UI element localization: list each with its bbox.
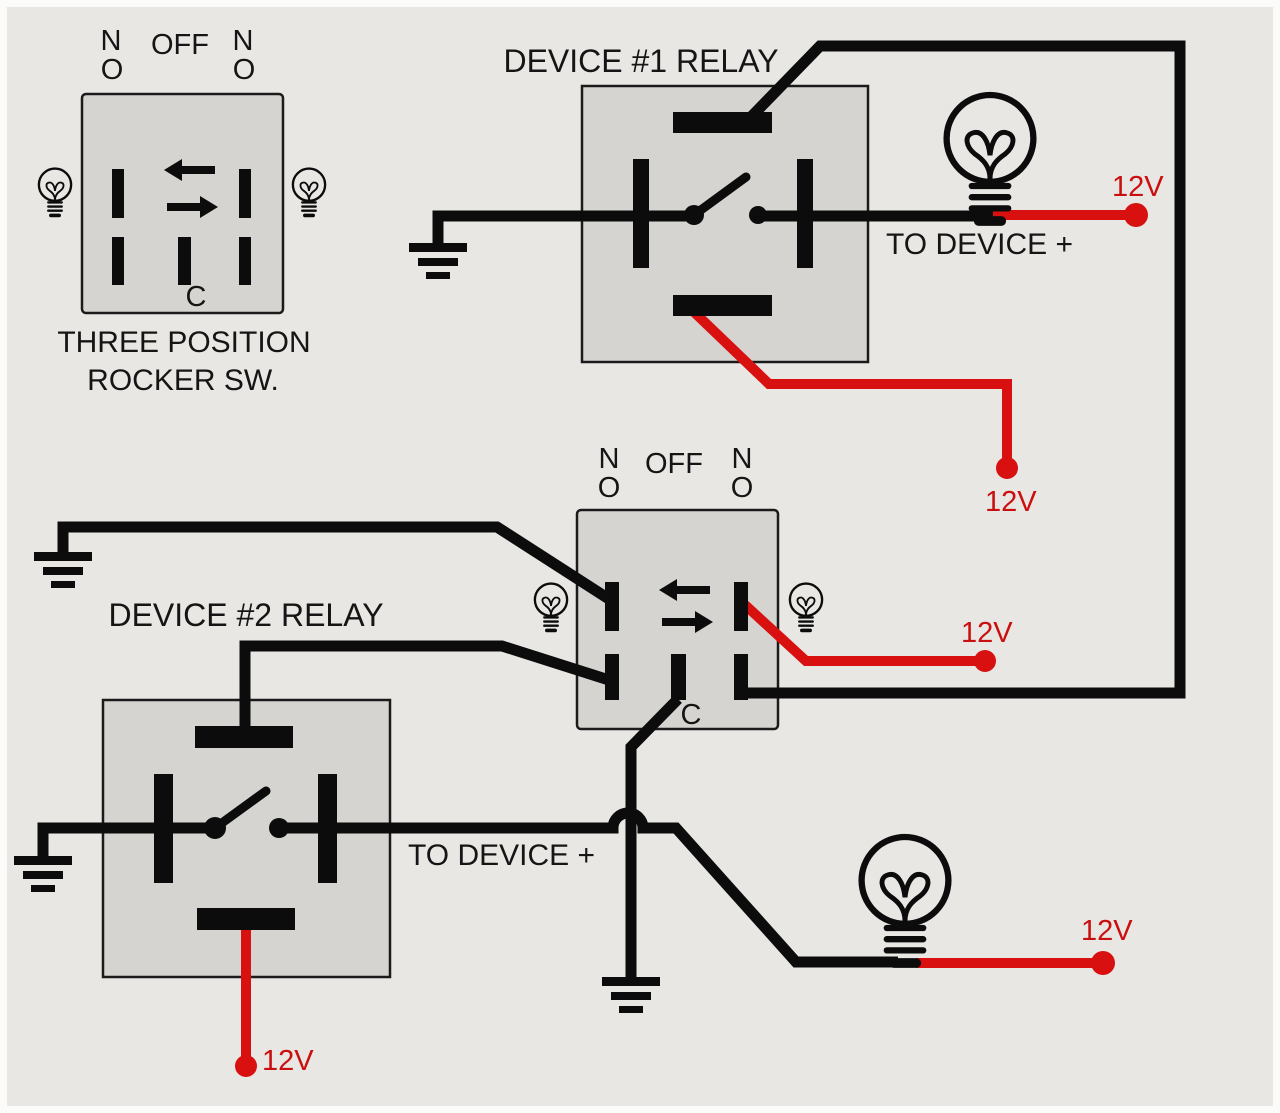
light-bulb-icon <box>947 95 1034 221</box>
rocker1-off-label: OFF <box>151 29 209 61</box>
rocker2-no-right-o: O <box>730 472 754 504</box>
rocker-switch-2-pins <box>605 582 748 700</box>
rocker2-no-left-o: O <box>597 472 621 504</box>
wire-relay1-coil-12v <box>690 308 1012 462</box>
relay1-output-label: TO DEVICE + <box>886 228 1074 261</box>
relay2-coil-12v-label: 12V <box>262 1045 314 1077</box>
wire-relay2-coil-to-rocker2-lower-left <box>239 640 614 736</box>
light-bulb-icon <box>533 581 569 633</box>
relay-1-switch-contact <box>684 172 767 225</box>
12v-terminal-dot <box>996 457 1018 479</box>
bulb2-12v-label: 12V <box>1081 915 1133 947</box>
rocker2-common-label: C <box>680 699 702 731</box>
wire-relay2-output-to-bulb2 <box>282 807 898 968</box>
ground-symbol-icon <box>602 977 660 1013</box>
ground-symbol-icon <box>14 856 72 892</box>
relay1-title: DEVICE #1 RELAY <box>503 43 779 79</box>
rocker1-no-right-o: O <box>232 54 256 86</box>
rocker2-no-left-n: N <box>598 443 620 475</box>
rocker1-caption-line2: ROCKER SW. <box>87 364 279 397</box>
wire-relay1-coil-to-rocker2-right <box>746 40 1186 699</box>
rocker1-caption-line1: THREE POSITION <box>57 326 311 359</box>
rocker2-off-label: OFF <box>645 448 703 480</box>
relay2-output-label: TO DEVICE + <box>408 839 596 872</box>
relay-2-terminals <box>154 726 337 930</box>
relay2-title: DEVICE #2 RELAY <box>108 597 384 633</box>
12v-terminal-dot <box>974 650 996 672</box>
wire-rocker2-common-to-ground <box>625 695 682 979</box>
rocker1-no-right-n: N <box>232 25 254 57</box>
bulb1-12v-label: 12V <box>1112 171 1164 203</box>
12v-terminal-dot <box>235 1055 257 1077</box>
light-bulb-icon <box>862 837 949 963</box>
light-bulb-icon <box>291 166 327 218</box>
light-bulb-icon <box>788 581 824 633</box>
wire-ground-to-relay1-common <box>432 210 692 245</box>
rocker1-no-left-o: O <box>100 54 124 86</box>
relay1-coil-12v-label: 12V <box>985 486 1037 518</box>
relay-2-switch-contact <box>204 786 289 839</box>
rocker1-common-label: C <box>185 281 207 313</box>
relay-1-terminals <box>633 112 813 316</box>
rocker2-no-right-n: N <box>731 443 753 475</box>
rocker2-12v-label: 12V <box>961 617 1013 649</box>
ground-symbol-icon <box>34 552 92 588</box>
wire-rocker2-12v-feed <box>739 599 984 666</box>
wire-ground-to-rocker2-upper-left <box>57 521 615 606</box>
rocker-switch-1-pins <box>112 169 251 285</box>
12v-terminal-dot <box>1091 951 1115 975</box>
rocker1-no-left-n: N <box>100 25 122 57</box>
light-bulb-icon <box>37 166 73 218</box>
ground-symbol-icon <box>409 243 467 279</box>
12v-terminal-dot <box>1124 203 1148 227</box>
